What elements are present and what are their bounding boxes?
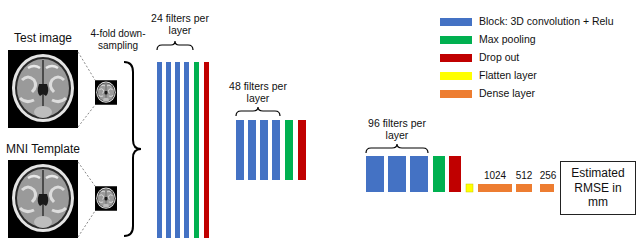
dense-layer [478,184,512,192]
filter-count-label: 96 filters per layer [366,117,428,141]
conv-block [184,62,189,238]
legend-swatch [440,36,472,44]
conv-block [175,62,180,238]
group-bracket [236,107,280,116]
dropout-block [204,62,209,238]
legend-swatch [440,72,472,80]
filter-count-label: 48 filters per layer [227,80,289,104]
zoom-line [78,105,95,127]
conv-block [410,156,428,192]
zoom-line [78,52,95,80]
test-brain-small [95,80,117,105]
legend-swatch [440,18,472,26]
template-brain-image [8,160,78,238]
max-pool-block [285,120,293,180]
output-box: Estimated RMSE in mm [560,161,636,214]
max-pool-block [194,62,199,238]
image-label: Test image [1,32,85,46]
legend-text: Flatten layer [479,70,537,82]
unit-count-label: 512 [512,170,536,182]
legend-text: Max pooling [479,34,536,46]
conv-block [157,62,162,238]
group-bracket [366,144,428,153]
legend-text: Dense layer [479,88,535,100]
filter-count-label: 24 filters per layer [149,12,211,36]
image-label: MNI Template [1,143,85,157]
group-bracket [157,41,193,50]
legend-text: Block: 3D convolution + Relu [479,16,614,28]
conv-block [236,120,244,180]
flatten-layer [466,184,473,192]
conv-block [366,156,384,192]
conv-block [388,156,406,192]
conv-block [248,120,256,180]
template-brain-small [95,186,117,211]
output-text: Estimated RMSE in mm [564,166,632,209]
step-label: 4-fold down-sampling [82,28,154,51]
dropout-block [298,120,306,180]
conv-block [272,120,280,180]
conv-block [260,120,268,180]
zoom-line [78,162,95,186]
unit-count-label: 1024 [479,170,511,182]
legend-swatch [440,90,472,98]
test-brain-image [8,50,78,128]
conv-block [166,62,171,238]
legend-text: Drop out [479,52,519,64]
input-brace [124,62,141,236]
unit-count-label: 256 [536,170,560,182]
max-pool-block [433,156,445,192]
zoom-line [78,211,95,237]
dense-layer [540,184,554,192]
legend-swatch [440,54,472,62]
dense-layer [516,184,532,192]
dropout-block [449,156,461,192]
